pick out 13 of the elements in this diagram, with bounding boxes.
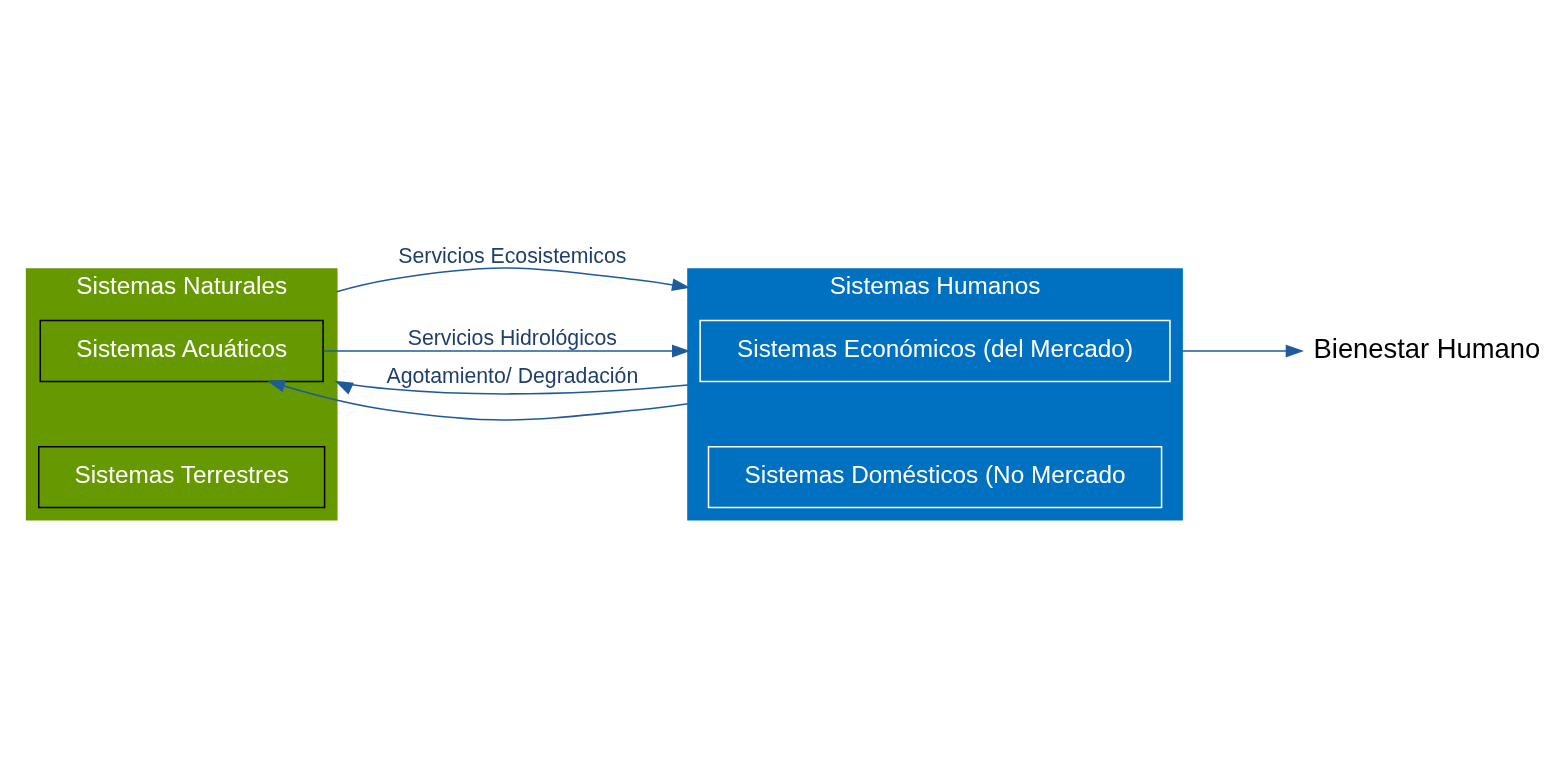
edge-label: Servicios Ecosistemicos bbox=[398, 244, 627, 269]
node-box: Sistemas Acuáticos bbox=[39, 319, 324, 383]
arrow bbox=[266, 379, 689, 421]
node-box: Sistemas Domésticos (No Mercado bbox=[707, 446, 1163, 509]
arrow bbox=[336, 267, 691, 293]
edge-label: Agotamiento/ Degradación bbox=[386, 364, 639, 389]
arrow bbox=[1181, 344, 1304, 358]
arrow bbox=[322, 344, 691, 358]
node-box: Sistemas Terrestres bbox=[38, 446, 326, 509]
arrow bbox=[334, 380, 689, 395]
node-text: Bienestar Humano bbox=[1313, 332, 1541, 364]
edge-label: Servicios Hidrológicos bbox=[407, 326, 617, 351]
node-box: Sistemas Económicos (del Mercado) bbox=[699, 319, 1171, 383]
